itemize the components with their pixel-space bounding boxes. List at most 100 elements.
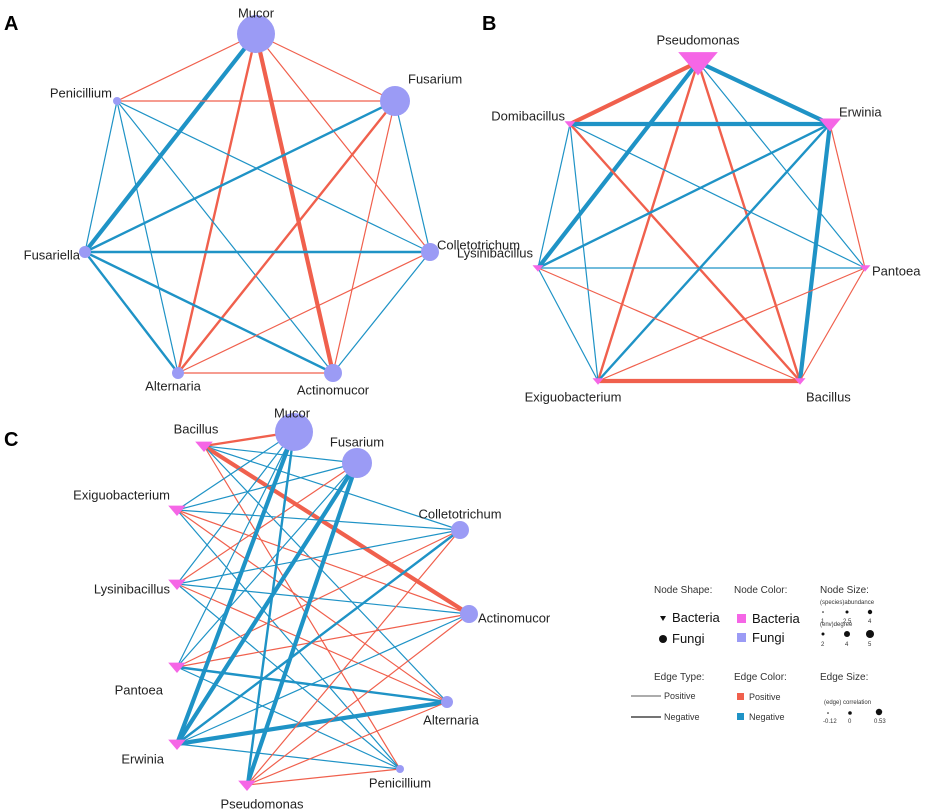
panel-a-edge-mucor-alternaria — [176, 32, 258, 375]
legend-edge-size-dot-2 — [848, 711, 852, 715]
panel-c-edge-lysinibacillus-fusarium — [176, 462, 358, 585]
legend-node-color-bacteria: Bacteria — [752, 611, 800, 626]
legend-edge-size-title: Edge Size: — [820, 672, 868, 683]
panel-a-edge-fusarium-actinomucor — [332, 100, 396, 374]
panel-a-label-colletotrichum: Colletotrichum — [437, 237, 520, 252]
panel-c-label-bacillus: Bacillus — [174, 421, 219, 436]
panel-a-node-penicillium — [113, 97, 121, 105]
legend-edge-size-tick-3: 0.53 — [874, 719, 886, 725]
panel-c-edge-exiguobacterium-mucor — [176, 431, 295, 511]
panel-b-edge-erwinia-pantoea — [829, 123, 866, 269]
panel-c-edge-pseudomonas-alternaria — [246, 701, 448, 786]
panel-b-edge-pseudomonas-exiguobacterium — [596, 60, 700, 383]
panel-c-label-actinomucor: Actinomucor — [478, 610, 551, 625]
panel-c-edge-lysinibacillus-colletotrichum — [176, 529, 461, 585]
legend-node-color-title: Node Color: — [734, 585, 787, 596]
panel-c-edge-pantoea-colletotrichum — [176, 529, 461, 668]
legend-edge-size-tick-2: 0 — [848, 719, 852, 725]
legend-degree-caption: (env)degree — [820, 622, 853, 628]
panel-c-label-fusarium: Fusarium — [330, 434, 384, 449]
panel-a-edge-mucor-fusariella — [82, 31, 259, 255]
panel-c-edge-bacillus-alternaria — [203, 445, 448, 703]
panel-c-node-lysinibacillus — [168, 579, 186, 590]
legend-edge-type-title: Edge Type: — [654, 672, 704, 683]
panel-c-edge-pseudomonas-mucor — [245, 430, 296, 787]
legend-edge-color-title: Edge Color: — [734, 672, 787, 683]
panel-b-node-domibacillus — [564, 121, 576, 128]
panel-b-node-bacillus — [794, 378, 806, 385]
legend-node-shape-bacteria: Bacteria — [672, 610, 720, 625]
legend-bacteria-color-swatch — [737, 614, 746, 623]
panel-c-edge-erwinia-colletotrichum — [175, 528, 462, 746]
panel-c-edge-exiguobacterium-penicillium — [176, 509, 401, 770]
panel-a-node-alternaria — [172, 367, 184, 379]
panel-c-node-pantoea — [168, 662, 186, 673]
panel-a-node-fusariella — [79, 246, 91, 258]
legend-node-shape-title: Node Shape: — [654, 585, 712, 596]
panel-b-node-erwinia — [819, 118, 841, 132]
panel-a-edge-mucor-actinomucor — [253, 31, 336, 376]
legend-edge-color-positive: Positive — [749, 692, 781, 702]
panel-a-edge-fusarium-alternaria — [176, 99, 397, 375]
panel-b-label-exiguobacterium: Exiguobacterium — [525, 389, 622, 404]
legend-edge-size-tick-1: -0.12 — [823, 719, 837, 725]
legend-edge-negative-swatch — [737, 713, 744, 720]
panel-a-label-penicillium: Penicillium — [50, 85, 112, 100]
panel-b-node-exiguobacterium — [592, 378, 604, 385]
panel-c-edge-bacillus-fusarium — [203, 445, 358, 464]
panel-c-label-lysinibacillus: Lysinibacillus — [94, 581, 171, 596]
panel-a-edge-mucor-fusarium — [255, 33, 396, 102]
panel-c-node-erwinia — [168, 739, 186, 750]
panel-c-label-mucor: Mucor — [274, 405, 311, 420]
panel-c-edge-bacillus-penicillium — [203, 445, 401, 770]
panel-a-label-fusarium: Fusarium — [408, 71, 462, 86]
legend-edge-size-dot-1 — [827, 712, 829, 714]
legend-abundance-caption: (species)abundance — [820, 600, 875, 606]
panel-letter-a: A — [4, 13, 18, 35]
panel-c-node-penicillium — [396, 765, 404, 773]
panel-b-edge-lysinibacillus-exiguobacterium — [537, 267, 599, 382]
legend-degree-tick-3: 5 — [868, 642, 872, 648]
legend-node-color-fungi: Fungi — [752, 630, 785, 645]
panel-b-edge-bacillus-pantoea — [799, 267, 866, 382]
panel-a-edge-fusariella-actinomucor — [83, 250, 335, 375]
panel-a-label-alternaria: Alternaria — [145, 378, 201, 393]
nodes-layer — [79, 15, 871, 791]
panel-c-edge-exiguobacterium-alternaria — [176, 509, 448, 703]
legend-node-size-title: Node Size: — [820, 585, 869, 596]
panel-c-node-colletotrichum — [451, 521, 469, 539]
panel-c-edge-lysinibacillus-penicillium — [176, 583, 401, 770]
panel-c-edge-erwinia-mucor — [174, 429, 297, 747]
panel-b-edge-domibacillus-exiguobacterium — [569, 123, 599, 382]
panel-b-label-bacillus: Bacillus — [806, 389, 851, 404]
legend-degree-tick-2: 4 — [845, 642, 849, 648]
panel-a-edge-actinomucor-colletotrichum — [332, 251, 431, 374]
panel-c-node-bacillus — [195, 441, 213, 452]
panel-b-label-pantoea: Pantoea — [872, 263, 921, 278]
panel-b-edge-erwinia-bacillus — [797, 121, 833, 384]
panel-c-label-exiguobacterium: Exiguobacterium — [73, 487, 170, 502]
legend-degree-tick-1: 2 — [821, 642, 825, 648]
panel-c-edge-erwinia-alternaria — [174, 699, 450, 747]
panel-c-edge-pseudomonas-penicillium — [246, 768, 401, 786]
panel-c-edge-pseudomonas-fusarium — [244, 460, 360, 788]
panel-letter-c: C — [4, 429, 18, 451]
panel-a-edge-alternaria-colletotrichum — [177, 251, 431, 374]
panel-c-label-pseudomonas: Pseudomonas — [220, 796, 304, 811]
legend-edge-size-caption: (edge) correlation — [824, 700, 871, 706]
panel-c-edge-erwinia-fusarium — [174, 460, 360, 747]
legend-edge-type-negative: Negative — [664, 712, 700, 722]
panel-letter-b: B — [482, 13, 496, 35]
legend-abundance-tick-3: 4 — [868, 619, 872, 625]
legend-abundance-dot-2 — [845, 610, 849, 614]
panel-b-edge-pseudomonas-erwinia — [695, 59, 833, 127]
panel-a-edge-fusariella-alternaria — [83, 250, 180, 375]
panel-b-edge-lysinibacillus-bacillus — [537, 267, 801, 382]
panel-b-edge-pseudomonas-lysinibacillus — [535, 59, 701, 271]
panel-a-edge-penicillium-colletotrichum — [116, 100, 431, 253]
legend-edge-size-dot-3 — [875, 708, 883, 716]
legend-degree-dot-2 — [844, 631, 850, 637]
panel-a-label-fusariella: Fusariella — [24, 247, 81, 262]
